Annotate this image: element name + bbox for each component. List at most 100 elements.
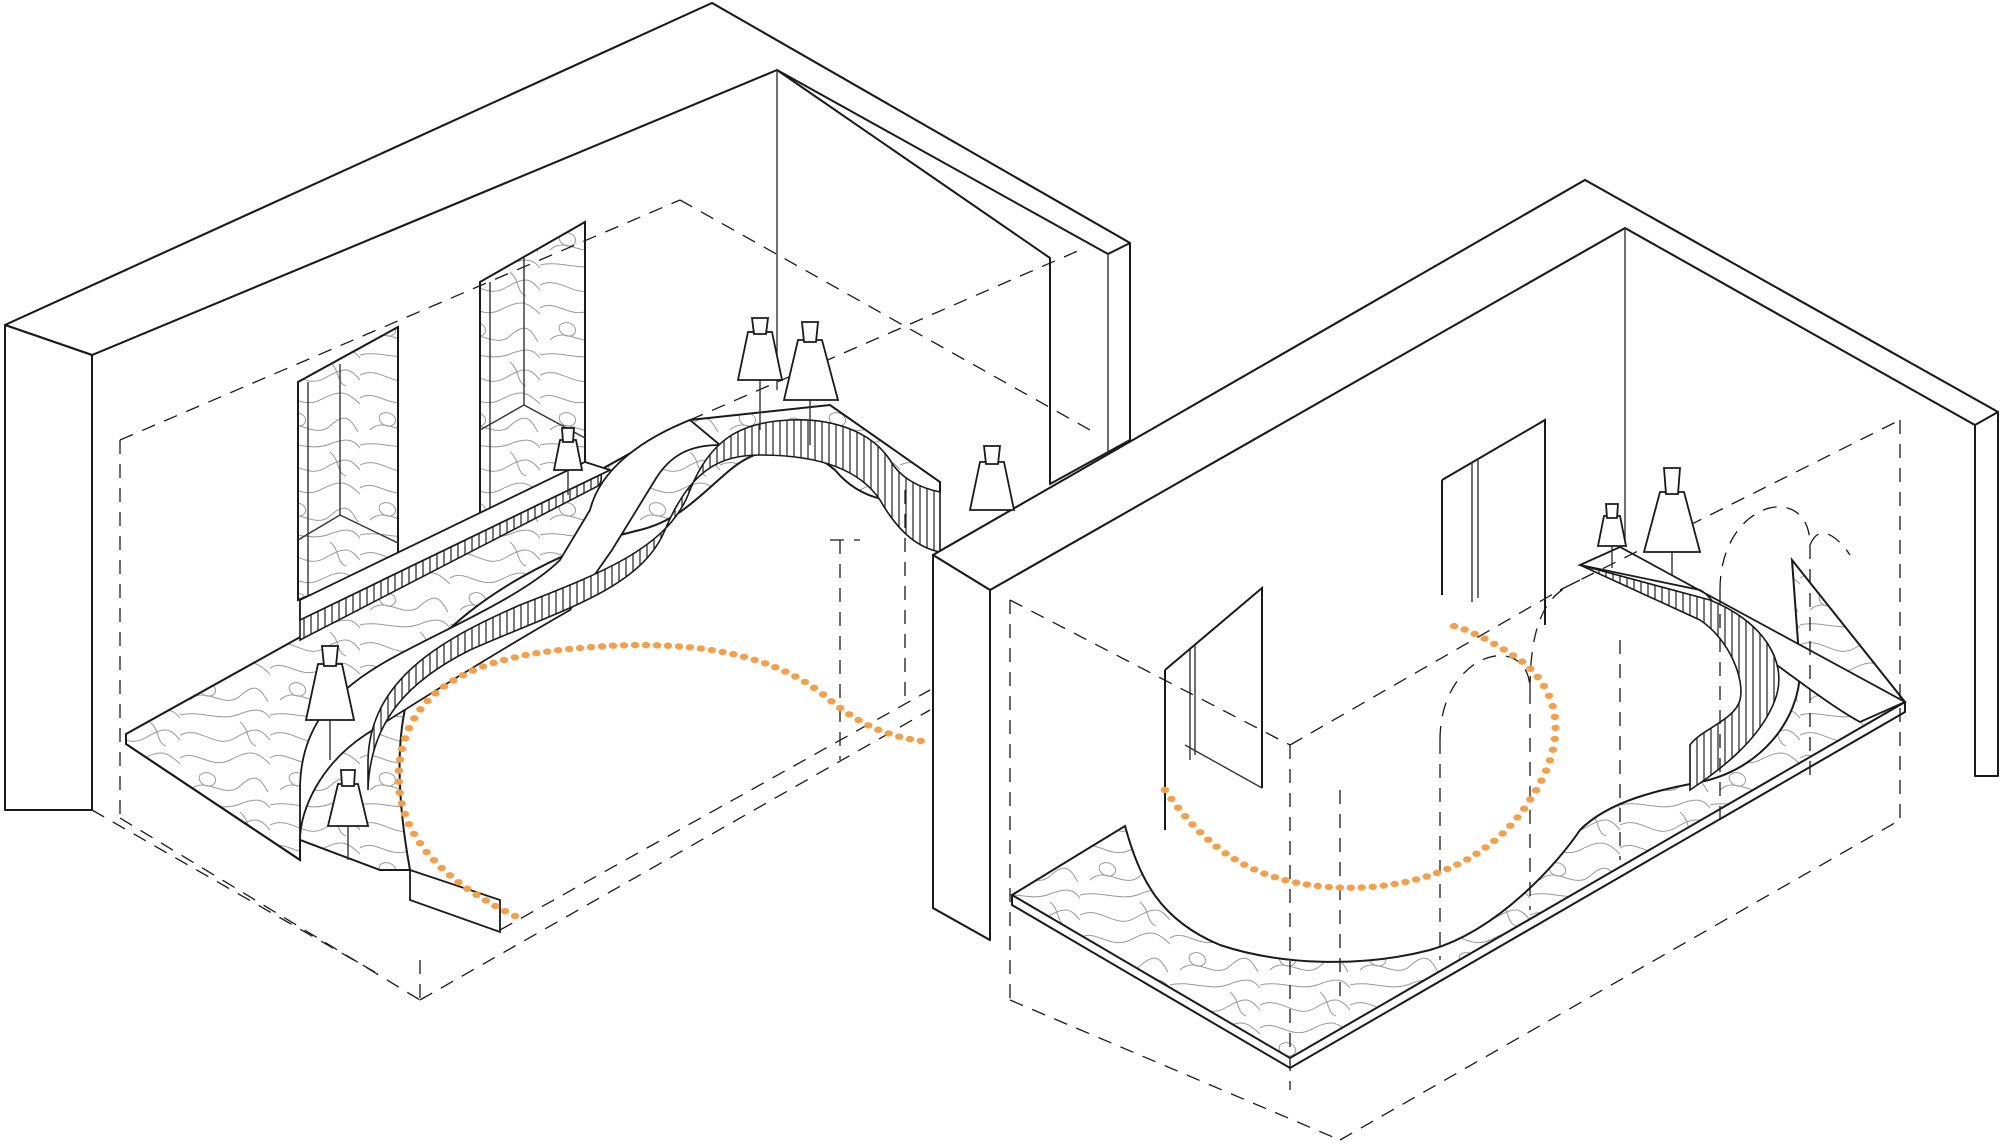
right-path-dot	[1390, 880, 1399, 888]
left-path-dot	[597, 643, 607, 650]
right-path-dot	[1302, 881, 1312, 888]
left-path-dot	[707, 646, 716, 654]
left-path-dot	[463, 885, 472, 892]
left-path-dot	[685, 644, 695, 651]
left-path-dot	[454, 879, 463, 886]
right-room-dashed-lines	[1009, 419, 1901, 1141]
right-path-dot	[1411, 876, 1421, 883]
left-path-dot	[864, 722, 873, 729]
left-path-dot	[468, 667, 478, 674]
right-path-dot	[1281, 877, 1290, 884]
left-path-dot	[437, 864, 446, 872]
doorway-2	[1441, 418, 1546, 625]
right-path-dot	[1506, 822, 1515, 829]
lamps	[304, 317, 1702, 860]
right-path-dot	[1541, 767, 1551, 774]
right-path-dot	[1449, 622, 1459, 630]
left-path-dot	[449, 677, 458, 684]
left-path-dot	[696, 645, 706, 652]
left-path-dot	[400, 810, 410, 818]
left-path-dot	[554, 647, 563, 654]
right-path-dot	[1195, 829, 1205, 836]
lamp-1	[736, 317, 784, 430]
left-path-dot	[739, 653, 749, 660]
left-path-dot	[423, 697, 432, 705]
right-path-dot	[1472, 850, 1481, 857]
right-room-floor	[1010, 556, 1907, 1060]
right-path-dot	[1539, 682, 1549, 690]
left-path-dot	[874, 726, 883, 733]
left-room-dashed-lines	[91, 199, 1091, 1001]
right-bench-slats	[1579, 564, 1780, 792]
left-path-dot	[608, 642, 618, 649]
left-path-dot	[827, 698, 836, 705]
right-room-end-wall	[932, 554, 991, 941]
right-path-dot	[1550, 713, 1560, 721]
right-path-dot	[1545, 757, 1555, 764]
left-path-dot	[818, 691, 828, 698]
left-path-dot	[394, 767, 404, 774]
left-path-dot	[652, 642, 662, 649]
left-path-dot	[500, 907, 510, 915]
left-path-dot	[674, 643, 684, 650]
left-path-dot	[415, 840, 425, 847]
right-path-dot	[1167, 795, 1176, 803]
left-path-dot	[397, 745, 407, 753]
right-path-dot	[1160, 786, 1170, 794]
right-path-dot	[1324, 883, 1334, 891]
left-path-dot	[429, 857, 439, 864]
left-back-bench-top	[299, 461, 613, 622]
left-path-dot	[404, 724, 414, 732]
right-path-dot	[1533, 673, 1542, 681]
left-path-dot	[884, 730, 893, 737]
right-path-dot	[1250, 866, 1259, 873]
right-path-dot	[1453, 861, 1462, 868]
right-path-dot	[1481, 844, 1490, 851]
right-path-dot	[1212, 843, 1221, 850]
left-path-dot	[439, 683, 449, 690]
right-path-dot	[1508, 652, 1518, 659]
left-path-dot	[532, 650, 541, 657]
right-path-dot	[1230, 856, 1239, 863]
left-path-dot	[905, 735, 915, 743]
left-room-end-wall	[4, 324, 93, 811]
left-path-dot	[422, 848, 431, 856]
right-path-dot	[1490, 640, 1499, 648]
lamp-7	[1596, 503, 1628, 568]
left-path-dot	[521, 651, 530, 659]
left-path-dot	[489, 659, 498, 667]
left-path-dot	[586, 643, 596, 651]
right-path-dot	[1346, 884, 1356, 891]
right-path-dot	[1221, 850, 1230, 857]
right-path-dot	[1537, 777, 1546, 784]
right-path-dot	[1379, 882, 1388, 889]
left-path-dot	[395, 756, 405, 763]
right-path-dot	[1531, 787, 1541, 794]
left-path-dot	[565, 645, 574, 653]
lamp-4	[968, 445, 1016, 511]
left-path-dot	[836, 704, 845, 712]
right-path-dot	[1240, 861, 1249, 868]
left-path-dot	[619, 642, 629, 649]
right-path-dot	[1204, 836, 1213, 843]
right-path-dot	[1550, 735, 1560, 743]
left-path-dot	[641, 641, 651, 649]
left-bench-top	[299, 418, 723, 860]
right-path-dot	[1548, 746, 1558, 753]
right-path-dot	[1188, 821, 1197, 828]
left-path-dot	[395, 789, 404, 796]
left-path-dot	[781, 668, 790, 675]
left-path-dot	[481, 897, 491, 904]
left-floor-edge	[125, 734, 301, 861]
right-path-dot	[1551, 724, 1560, 732]
right-path-dot	[1401, 878, 1410, 886]
left-path-dot	[800, 678, 810, 686]
left-path-dot	[854, 716, 863, 724]
right-path-dot	[1526, 796, 1535, 803]
circulation-paths	[394, 622, 1560, 920]
right-path-dot	[1470, 630, 1479, 637]
left-path-dot	[718, 648, 727, 656]
left-path-dot	[394, 778, 403, 785]
left-path-dot	[510, 654, 519, 661]
